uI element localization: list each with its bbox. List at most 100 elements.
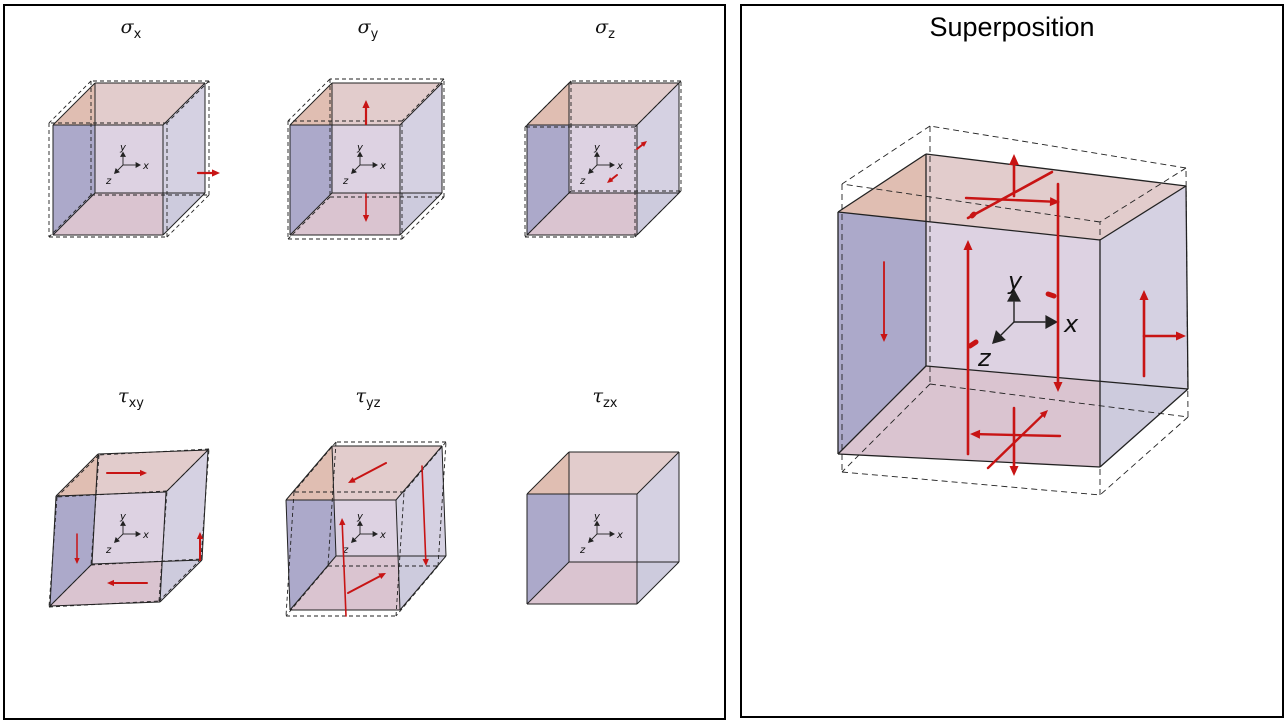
cube-edge: [49, 495, 57, 607]
cube-edge: [91, 453, 99, 565]
stress-arrow-head: [212, 169, 220, 177]
stress-arrow-shaft: [966, 170, 1054, 220]
z-axis-line: [354, 164, 361, 171]
y-axis-head: [357, 520, 363, 526]
stress-arrow-shaft: [341, 524, 347, 617]
stress-arrow-head: [362, 215, 370, 222]
tau-xy-title: τxy: [118, 385, 144, 411]
deformed-edge: [395, 565, 439, 617]
deformed-edge: [158, 490, 168, 602]
z-axis-line: [354, 533, 361, 540]
deformed-edge: [166, 448, 210, 492]
x-axis-head: [609, 162, 615, 168]
deformed-edge: [287, 196, 331, 240]
stress-arrow-head: [1176, 331, 1186, 341]
cube-edge: [201, 449, 209, 561]
y-axis-head: [120, 520, 126, 526]
deformed-edge: [158, 558, 202, 602]
stress-arrow-shaft: [610, 174, 618, 181]
deformed-edge: [48, 600, 160, 608]
y-axis-head: [1007, 289, 1021, 302]
deformed-edge: [841, 383, 931, 473]
sigma-z-title: σz: [595, 16, 615, 42]
stress-arrow-head: [963, 240, 973, 250]
cube-edge: [925, 153, 1187, 187]
z-axis-line: [591, 164, 598, 171]
cube-edge: [395, 445, 443, 501]
sigma-x-title: σx: [120, 16, 142, 42]
z-axis-head: [588, 537, 594, 543]
tau-xy-cube-diagram: xyz: [48, 448, 210, 608]
cube-edge: [636, 451, 680, 495]
z-axis-label: z: [342, 176, 349, 187]
deformed-edge: [48, 194, 92, 238]
z-axis-head: [114, 168, 120, 174]
cube-edge: [331, 445, 337, 557]
stress-arrow-head: [378, 573, 386, 580]
deformed-edge: [48, 80, 92, 124]
x-axis-head: [609, 531, 615, 537]
deformed-edge: [56, 454, 100, 498]
z-axis-line: [117, 164, 124, 171]
cube-edge: [162, 192, 206, 236]
stress-arrow-shaft: [636, 143, 644, 150]
stress-arrow-shaft: [978, 433, 1062, 438]
cube-edge: [526, 561, 570, 605]
cube-edge: [289, 192, 333, 236]
deformed-edge: [166, 80, 210, 124]
stress-arrow-shaft: [353, 462, 387, 481]
deformed-edge: [98, 448, 210, 456]
stress-arrow-head: [640, 141, 647, 147]
x-axis-head: [372, 531, 378, 537]
stress-arrow-head: [880, 334, 888, 342]
deformed-edge: [48, 496, 58, 608]
z-axis-label: z: [342, 545, 349, 556]
deformed-edge: [287, 78, 331, 122]
stress-arrow-head: [970, 429, 981, 439]
deformed-edge: [634, 190, 682, 238]
y-axis-label: y: [356, 512, 364, 523]
stress-arrow-head: [140, 469, 147, 477]
sigma-x-cube-diagram: xyz: [48, 80, 220, 238]
x-axis-head: [372, 162, 378, 168]
deformed-edge: [401, 78, 445, 122]
cube-edge: [837, 453, 1101, 468]
cube-edge: [636, 561, 680, 605]
tau-yz-cube-diagram: xyz: [285, 441, 447, 617]
stress-arrow-head: [607, 177, 614, 183]
deformed-edge: [929, 383, 1189, 418]
y-axis-label: y: [119, 143, 127, 154]
stress-arrow-shaft: [967, 339, 979, 349]
stress-arrow-shaft: [421, 465, 427, 560]
deformed-edge: [634, 80, 682, 128]
tau-yz-title: τyz: [355, 385, 381, 411]
z-axis-line: [117, 533, 124, 540]
stress-arrow-head: [1009, 466, 1019, 476]
deformed-edge: [90, 454, 100, 566]
stress-arrow-shaft: [969, 211, 977, 219]
stress-arrow-head: [74, 558, 80, 564]
cube-edge: [837, 153, 927, 213]
z-axis-label: z: [977, 344, 992, 372]
deformed-edge: [401, 196, 445, 240]
y-axis-head: [120, 151, 126, 157]
x-axis-label: x: [379, 161, 386, 172]
x-axis-head: [135, 531, 141, 537]
z-axis-label: z: [579, 545, 586, 556]
cube-left-face: [838, 154, 926, 454]
deformed-edge: [48, 564, 92, 608]
y-axis-label: y: [119, 512, 127, 523]
y-axis-label: y: [356, 143, 364, 154]
deformed-edge: [293, 441, 337, 493]
sigma-z-cube-diagram: xyz: [524, 80, 682, 238]
deformed-edge: [929, 125, 1187, 169]
cube-back-face: [332, 446, 446, 556]
x-axis-label: x: [1063, 310, 1079, 338]
deformed-edge: [1099, 167, 1187, 223]
cube-edge: [837, 211, 1101, 241]
cube-edge: [52, 82, 96, 126]
